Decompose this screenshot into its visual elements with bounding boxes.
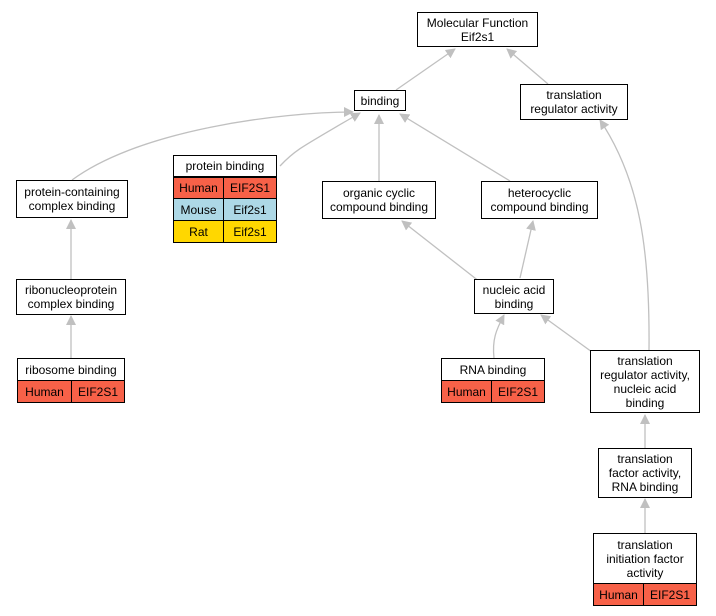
species-cell: Human [593, 583, 644, 606]
node-label: initiation factor [606, 551, 684, 566]
species-row-human: Human EIF2S1 [593, 583, 697, 606]
node-label: regulator activity [530, 102, 618, 116]
gene-cell: EIF2S1 [643, 583, 697, 606]
node-organic-cyclic-compound-binding[interactable]: organic cyclic compound binding [322, 181, 436, 219]
gene-cell: Eif2s1 [223, 198, 277, 221]
node-binding[interactable]: binding [354, 90, 406, 111]
edge-nucleic-acid-organic-cyclic [401, 220, 481, 283]
node-label: binding [360, 93, 400, 108]
node-translation-regulator-activity[interactable]: translation regulator activity [520, 84, 628, 120]
node-label: activity [626, 565, 664, 580]
species-row-mouse: Mouse Eif2s1 [173, 198, 277, 221]
node-label: nucleic acid [613, 381, 677, 396]
node-ribosome-binding[interactable]: ribosome binding Human EIF2S1 [17, 358, 125, 403]
species-cell: Human [173, 177, 224, 199]
node-translation-factor-rna-binding[interactable]: translation factor activity, RNA binding [598, 448, 692, 498]
node-heterocyclic-compound-binding[interactable]: heterocyclic compound binding [481, 181, 598, 219]
node-label: translation [617, 353, 673, 368]
edge-rna-binding-nucleic-acid [492, 314, 505, 359]
node-label: Molecular Function [426, 15, 529, 30]
node-label: compound binding [329, 200, 429, 214]
node-title: protein binding [173, 155, 277, 177]
edge-translation-regulator-root [506, 48, 549, 85]
gene-cell: EIF2S1 [223, 177, 277, 199]
gene-cell: Eif2s1 [223, 220, 277, 243]
node-label: ribosome binding [25, 362, 117, 377]
node-label: translation [546, 88, 602, 102]
edge-tr-nucleic-translation-regulator [599, 119, 650, 351]
node-translation-regulator-nucleic-acid-binding[interactable]: translation regulator activity, nucleic … [590, 350, 700, 413]
node-protein-containing-complex-binding[interactable]: protein-containing complex binding [16, 180, 128, 218]
species-cell: Mouse [173, 198, 224, 221]
node-label: binding [625, 395, 665, 410]
node-nucleic-acid-binding[interactable]: nucleic acid binding [474, 279, 554, 314]
species-cell: Rat [173, 220, 224, 243]
edge-nucleic-acid-heterocyclic [519, 220, 536, 279]
node-label: ribonucleoprotein [24, 283, 118, 297]
node-label: Eif2s1 [460, 29, 495, 44]
node-protein-binding[interactable]: protein binding Human EIF2S1 Mouse Eif2s… [173, 155, 277, 243]
node-label: heterocyclic [507, 186, 572, 200]
edge-protein-binding-binding [279, 112, 361, 167]
edge-heterocyclic-binding [399, 113, 511, 182]
node-label: regulator activity, [600, 367, 690, 382]
node-label: nucleic acid [482, 282, 546, 297]
gene-cell: EIF2S1 [71, 380, 125, 403]
species-cell: Human [17, 380, 72, 403]
node-title: ribosome binding [17, 358, 125, 381]
node-label: organic cyclic [342, 186, 416, 200]
node-label: translation [617, 537, 673, 552]
species-row-human: Human EIF2S1 [17, 380, 125, 403]
edge-binding-root [395, 48, 456, 91]
node-title: RNA binding [441, 358, 545, 381]
node-label: complex binding [27, 297, 115, 311]
edge-protein-containing-binding [71, 107, 354, 181]
species-cell: Human [441, 380, 492, 403]
node-translation-initiation-factor-activity[interactable]: translation initiation factor activity H… [593, 533, 697, 606]
species-row-human: Human EIF2S1 [173, 177, 277, 199]
node-label: RNA binding [611, 480, 679, 494]
species-row-human: Human EIF2S1 [441, 380, 545, 403]
gene-cell: EIF2S1 [491, 380, 545, 403]
node-molecular-function[interactable]: Molecular Function Eif2s1 [417, 12, 538, 47]
node-label: protein binding [185, 159, 265, 173]
node-label: binding [494, 296, 534, 311]
node-title: translation initiation factor activity [593, 533, 697, 584]
node-label: protein-containing [24, 185, 120, 199]
species-row-rat: Rat Eif2s1 [173, 220, 277, 243]
node-label: factor activity, [608, 466, 682, 480]
node-label: compound binding [490, 200, 589, 214]
node-label: translation [617, 452, 673, 466]
node-ribonucleoprotein-complex-binding[interactable]: ribonucleoprotein complex binding [16, 279, 126, 315]
node-label: complex binding [28, 199, 116, 213]
node-rna-binding[interactable]: RNA binding Human EIF2S1 [441, 358, 545, 403]
edge-tr-nucleic-nucleic-acid [540, 314, 593, 353]
node-label: RNA binding [459, 362, 527, 377]
